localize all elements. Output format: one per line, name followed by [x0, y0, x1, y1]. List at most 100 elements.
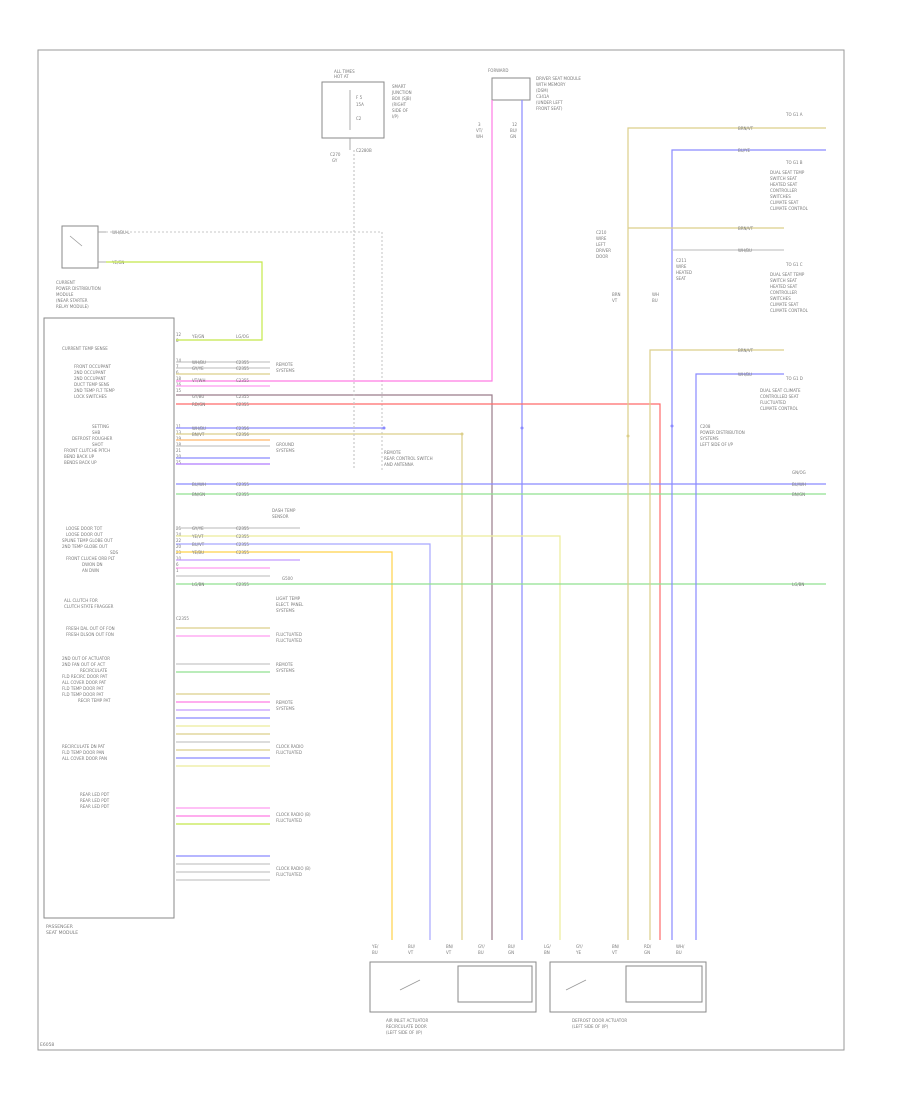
svg-text:SYSTEMS: SYSTEMS: [276, 368, 295, 373]
svg-text:DUAL SEAT CLIMATE: DUAL SEAT CLIMATE: [760, 388, 801, 393]
svg-text:VT: VT: [408, 950, 414, 955]
svg-text:15A: 15A: [356, 102, 364, 107]
bottom-right-actuator: LG/ BN GY/ YE BN/ VT RD/ GN WH/ BU DEFRO…: [544, 944, 707, 1029]
svg-text:20: 20: [176, 544, 182, 549]
svg-text:DRIVER: DRIVER: [596, 248, 611, 253]
svg-text:CONTROLLER: CONTROLLER: [770, 290, 797, 295]
svg-text:TO G1 D: TO G1 D: [785, 376, 803, 381]
svg-text:LIGHT TEMP: LIGHT TEMP: [276, 596, 301, 601]
svg-text:BN/: BN/: [446, 944, 454, 949]
svg-text:SEAT MODULE: SEAT MODULE: [46, 930, 78, 936]
svg-text:AN DWN: AN DWN: [82, 568, 99, 573]
svg-text:SMART: SMART: [392, 84, 406, 89]
svg-text:FLD TEMP DOOR PAT: FLD TEMP DOOR PAT: [62, 686, 104, 691]
svg-text:16: 16: [176, 382, 182, 387]
svg-text:WH/BU: WH/BU: [192, 426, 206, 431]
svg-text:DEFROST ROUGHER: DEFROST ROUGHER: [72, 436, 113, 441]
svg-text:C2355: C2355: [236, 482, 249, 487]
svg-text:CLIMATE SEAT: CLIMATE SEAT: [770, 200, 799, 205]
svg-text:C2356: C2356: [236, 432, 249, 437]
svg-text:(DSM): (DSM): [536, 88, 549, 93]
svg-text:(LEFT SIDE OF I/P): (LEFT SIDE OF I/P): [386, 1030, 423, 1035]
svg-text:(NEAR STARTER: (NEAR STARTER: [56, 298, 88, 303]
svg-text:HEATED SEAT: HEATED SEAT: [770, 284, 798, 289]
svg-text:C270: C270: [330, 152, 341, 157]
svg-text:SHB: SHB: [92, 430, 101, 435]
svg-text:GN: GN: [508, 950, 514, 955]
svg-text:HEATED SEAT: HEATED SEAT: [770, 182, 798, 187]
svg-text:BU: BU: [652, 298, 658, 303]
svg-text:C2280B: C2280B: [356, 148, 372, 153]
svg-text:FRONT CLUCHE ORB PLT: FRONT CLUCHE ORB PLT: [66, 556, 115, 561]
svg-text:ALL COVER DOOR PAT: ALL COVER DOOR PAT: [62, 680, 107, 685]
svg-text:FLUCTUATED: FLUCTUATED: [276, 750, 302, 755]
wire-pink: [176, 100, 493, 382]
svg-text:DUCT TEMP SENS: DUCT TEMP SENS: [74, 382, 110, 387]
svg-text:BN: BN: [544, 950, 550, 955]
svg-text:SWITCH SEAT: SWITCH SEAT: [770, 176, 797, 181]
svg-text:ALL COVER DOOR PAN: ALL COVER DOOR PAN: [62, 756, 107, 761]
wire-tags: YE/GN LG/OG WH/BU C2355 GY/YE C2355 VT/W…: [191, 334, 249, 587]
svg-text:22: 22: [176, 538, 182, 543]
svg-text:FORWARD: FORWARD: [488, 68, 508, 73]
svg-text:VT/: VT/: [476, 128, 483, 133]
svg-text:6: 6: [176, 370, 179, 375]
svg-text:SYSTEMS: SYSTEMS: [276, 668, 295, 673]
top-left-fuse-component: HOT AT ALL TIMES SMART JUNCTION BOX (SJB…: [321, 69, 412, 163]
svg-text:CONTROLLER: CONTROLLER: [770, 188, 797, 193]
svg-text:YE: YE: [575, 950, 581, 955]
svg-text:LEFT SIDE OF I/P: LEFT SIDE OF I/P: [700, 442, 734, 447]
svg-text:VT: VT: [612, 950, 618, 955]
svg-text:C2355: C2355: [236, 360, 249, 365]
svg-text:2ND FAN OUT OF ACT: 2ND FAN OUT OF ACT: [62, 662, 106, 667]
svg-text:FRESH DLSON OUT FON: FRESH DLSON OUT FON: [66, 632, 114, 637]
svg-text:C2355: C2355: [236, 402, 249, 407]
svg-text:SWITCHES: SWITCHES: [770, 296, 791, 301]
svg-text:CURRENT TEMP SENSE: CURRENT TEMP SENSE: [62, 346, 108, 351]
svg-text:C2356: C2356: [236, 426, 249, 431]
top-right-switch-component: FORWARD DRIVER SEAT MODULE WITH MEMORY (…: [476, 68, 581, 139]
svg-text:LOOSE DOOR TOT: LOOSE DOOR TOT: [66, 526, 103, 531]
wire-red: [176, 403, 661, 940]
svg-text:BENDS BACK UP: BENDS BACK UP: [64, 460, 97, 465]
svg-text:LOOSE DOOR OUT: LOOSE DOOR OUT: [66, 532, 103, 537]
svg-text:BU/: BU/: [408, 944, 416, 949]
svg-text:BRN/VT: BRN/VT: [738, 348, 754, 353]
svg-text:GY/YE: GY/YE: [192, 366, 204, 371]
svg-text:BRN/VT: BRN/VT: [738, 126, 754, 131]
svg-text:BEND BACK UP: BEND BACK UP: [64, 454, 95, 459]
svg-text:LG/BN: LG/BN: [192, 582, 204, 587]
wire-blue-right2: [695, 373, 784, 940]
svg-text:SYSTEMS: SYSTEMS: [276, 706, 295, 711]
svg-text:RECIR TEMP PAT: RECIR TEMP PAT: [78, 698, 111, 703]
svg-text:BN/VT: BN/VT: [192, 432, 205, 437]
svg-text:GN/OG: GN/OG: [792, 470, 806, 475]
svg-text:SPLINE TEMP GLOBE OUT: SPLINE TEMP GLOBE OUT: [62, 538, 113, 543]
svg-text:LG/: LG/: [544, 944, 551, 949]
svg-text:C2355: C2355: [236, 394, 249, 399]
svg-text:C2355: C2355: [236, 534, 249, 539]
svg-text:DEFROST DOOR ACTUATOR: DEFROST DOOR ACTUATOR: [572, 1018, 627, 1023]
svg-text:GY/: GY/: [478, 944, 485, 949]
figure-id: E6058: [40, 1042, 54, 1048]
svg-text:WITH MEMORY: WITH MEMORY: [536, 82, 566, 87]
svg-text:FLUCTUATED: FLUCTUATED: [276, 872, 302, 877]
svg-text:21: 21: [176, 448, 182, 453]
svg-text:BU/WH: BU/WH: [192, 482, 206, 487]
svg-text:WIRE: WIRE: [676, 264, 687, 269]
svg-text:2ND TEMP FLT TEMP: 2ND TEMP FLT TEMP: [74, 388, 115, 393]
svg-text:CLOCK RADIO (B): CLOCK RADIO (B): [276, 866, 311, 871]
svg-text:HEATED: HEATED: [676, 270, 692, 275]
svg-text:TO G1 C: TO G1 C: [785, 262, 803, 267]
wire-blue-right-col: [671, 149, 826, 940]
svg-text:RECIRCULATE DOOR: RECIRCULATE DOOR: [386, 1024, 427, 1029]
svg-text:19: 19: [176, 436, 182, 441]
svg-text:GY/BU: GY/BU: [192, 394, 204, 399]
svg-text:2ND OCCUPANT: 2ND OCCUPANT: [74, 376, 106, 381]
svg-text:AIR INLET ACTUATOR: AIR INLET ACTUATOR: [386, 1018, 428, 1023]
svg-text:FLUCTUATED: FLUCTUATED: [276, 638, 302, 643]
svg-text:WH: WH: [476, 134, 483, 139]
svg-text:DOOR: DOOR: [596, 254, 608, 259]
wire-light-yellow: [176, 535, 561, 940]
svg-text:GY/: GY/: [576, 944, 583, 949]
